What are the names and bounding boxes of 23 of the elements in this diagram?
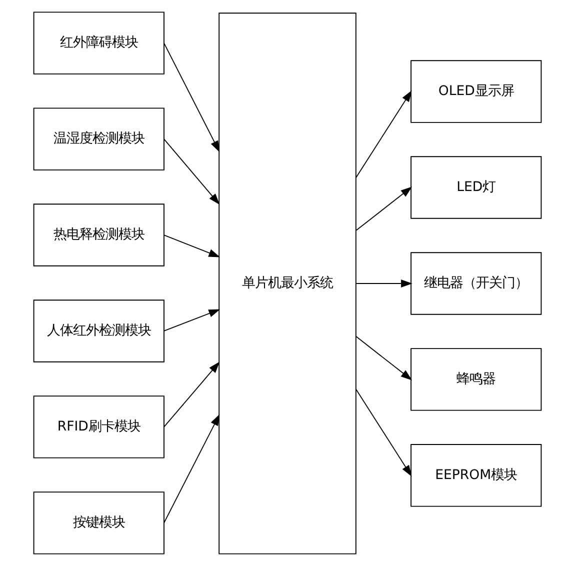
- arrow: [164, 362, 220, 428]
- node-box: LED灯: [410, 156, 542, 219]
- arrow: [356, 90, 412, 178]
- arrow: [164, 138, 220, 205]
- node-box: 温湿度检测模块: [33, 108, 164, 170]
- arrow: [164, 414, 220, 524]
- arrow: [356, 186, 412, 231]
- node-box: EEPROM模块: [410, 444, 542, 507]
- node-box: 红外障碍模块: [33, 12, 164, 74]
- arrow: [164, 309, 220, 332]
- node-box: 单片机最小系统: [218, 12, 356, 554]
- node-box: 热电释检测模块: [33, 204, 164, 266]
- arrow: [164, 42, 220, 152]
- node-box: 继电器（开关门）: [410, 252, 542, 315]
- node-box: RFID刷卡模块: [33, 396, 164, 458]
- arrow: [164, 234, 220, 258]
- node-box: 按键模块: [33, 492, 164, 554]
- arrow: [356, 388, 412, 477]
- arrow: [356, 279, 412, 288]
- arrow: [356, 336, 412, 380]
- node-box: 人体红外检测模块: [33, 300, 164, 362]
- node-box: OLED显示屏: [410, 60, 542, 123]
- node-box: 蜂鸣器: [410, 348, 542, 411]
